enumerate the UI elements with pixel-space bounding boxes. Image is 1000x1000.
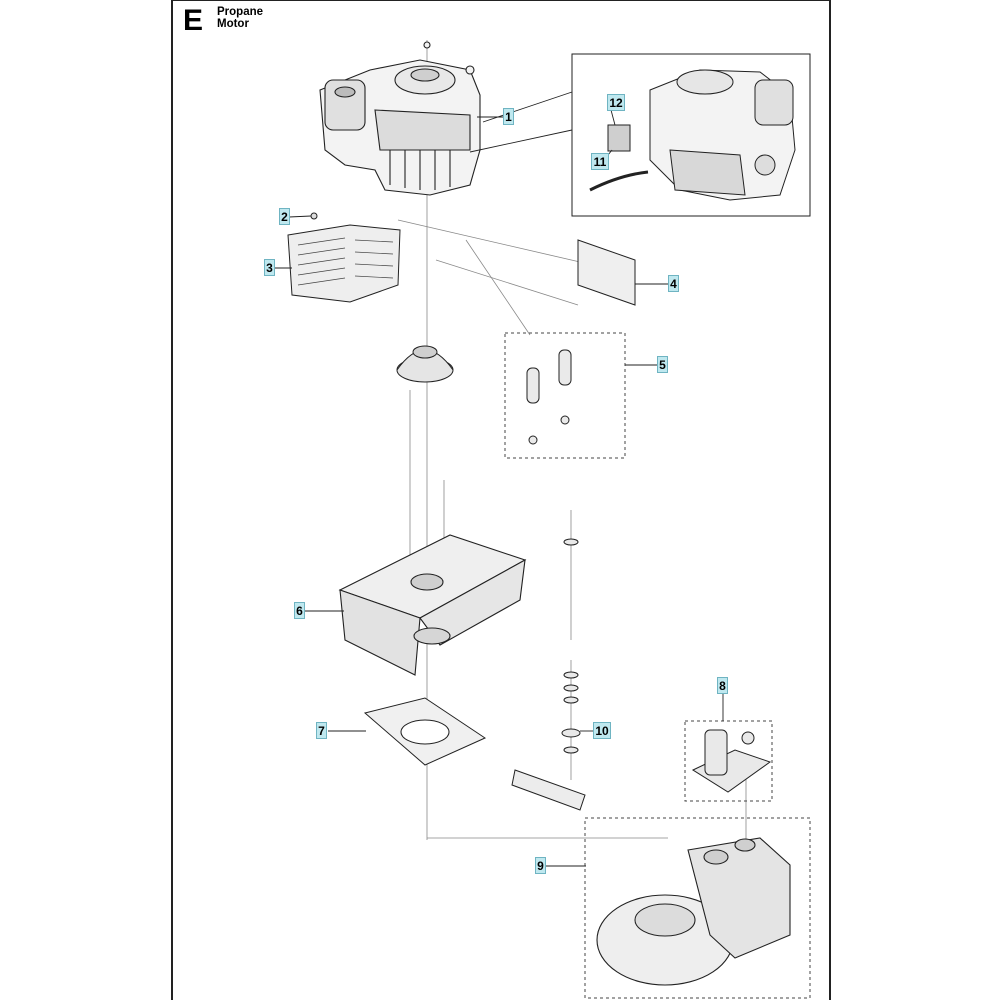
hose-part bbox=[589, 170, 649, 192]
item9-frame bbox=[584, 817, 811, 999]
callout-11[interactable]: 11 bbox=[591, 153, 609, 170]
callout-3[interactable]: 3 bbox=[264, 259, 275, 276]
callout-10[interactable]: 10 bbox=[593, 722, 611, 739]
inset-engine bbox=[649, 69, 796, 201]
callout-5[interactable]: 5 bbox=[657, 356, 668, 373]
callout-8[interactable]: 8 bbox=[717, 677, 728, 694]
fan-part bbox=[396, 345, 454, 383]
callout-4[interactable]: 4 bbox=[668, 275, 679, 292]
page-border bbox=[171, 0, 831, 1000]
section-title-line-1: Propane bbox=[217, 6, 264, 18]
callout-7[interactable]: 7 bbox=[316, 722, 327, 739]
screw-2 bbox=[310, 212, 318, 220]
inset-leader-lines bbox=[469, 91, 573, 153]
base-frame-part bbox=[338, 534, 527, 676]
callout-2[interactable]: 2 bbox=[279, 208, 290, 225]
item5-frame bbox=[504, 332, 626, 459]
section-title: Propane Motor bbox=[217, 6, 263, 30]
callout-12[interactable]: 12 bbox=[607, 94, 625, 111]
section-title-line-2: Motor bbox=[217, 18, 249, 30]
inset-frame bbox=[571, 53, 811, 217]
small-bracket-part bbox=[511, 769, 586, 811]
shroud-part bbox=[287, 224, 401, 303]
gasket-plate-part bbox=[363, 697, 487, 766]
section-letter: E bbox=[183, 4, 204, 37]
bracket-part bbox=[577, 239, 636, 306]
callout-9[interactable]: 9 bbox=[535, 857, 546, 874]
callout-6[interactable]: 6 bbox=[294, 602, 305, 619]
callout-leaders bbox=[275, 109, 724, 867]
regulator-part bbox=[607, 124, 631, 152]
washer-stack bbox=[561, 538, 581, 754]
standoff-parts bbox=[526, 349, 572, 445]
engine-assembly bbox=[319, 41, 481, 196]
item8-frame bbox=[684, 720, 773, 802]
callout-1[interactable]: 1 bbox=[503, 108, 514, 125]
blower-housing-part bbox=[596, 837, 791, 986]
pump-part bbox=[691, 729, 772, 793]
